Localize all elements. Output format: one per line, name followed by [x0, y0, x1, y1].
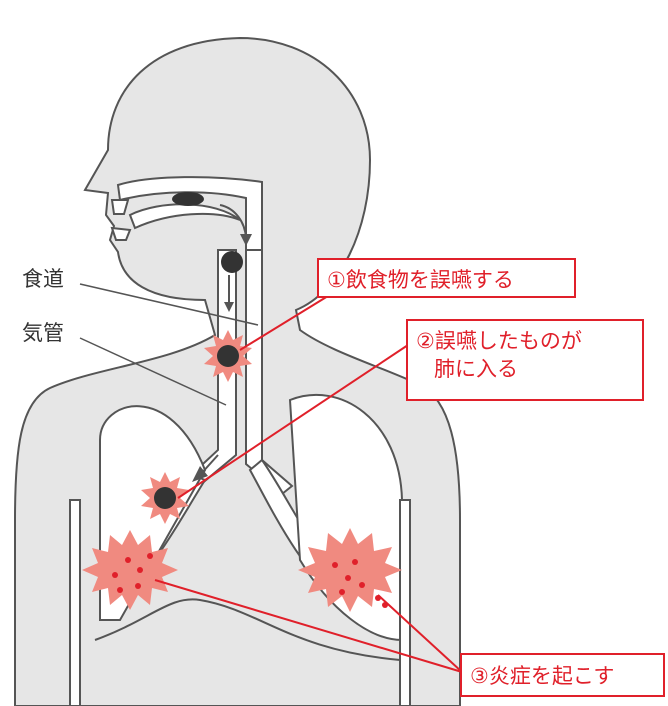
teeth-upper — [112, 200, 128, 214]
food-particle-trachea — [217, 345, 239, 367]
food-particle-bronchus — [154, 487, 176, 509]
left-arm-gap — [70, 500, 80, 706]
step3-callout: ③炎症を起こす — [460, 653, 665, 697]
food-bolus-mouth — [172, 192, 204, 206]
step2-callout: ②誤嚥したものが 肺に入る — [406, 319, 644, 401]
step1-callout: ①飲食物を誤嚥する — [317, 258, 576, 298]
right-arm-gap — [400, 500, 410, 706]
trachea-label: 気管 — [22, 323, 64, 344]
step2-text-line2: 肺に入る — [416, 355, 634, 383]
step1-text: ①飲食物を誤嚥する — [327, 268, 514, 292]
food-particle-throat — [221, 251, 243, 273]
teeth-lower — [112, 228, 130, 240]
step2-text-line1: ②誤嚥したものが — [416, 329, 582, 353]
esophagus-label: 食道 — [22, 269, 64, 290]
step3-text: ③炎症を起こす — [470, 664, 614, 688]
